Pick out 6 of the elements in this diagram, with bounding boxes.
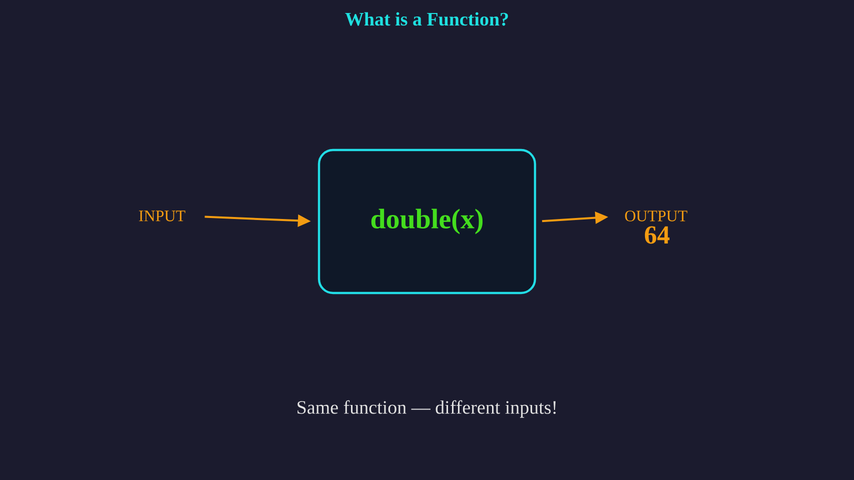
caption: Same function — different inputs!: [298, 400, 556, 418]
title: What is a Function?: [345, 12, 508, 26]
output-value: 64: [644, 226, 670, 244]
input-label: INPUT: [139, 210, 186, 222]
output-label: OUTPUT: [625, 210, 688, 222]
function-box: double(x): [318, 148, 536, 294]
